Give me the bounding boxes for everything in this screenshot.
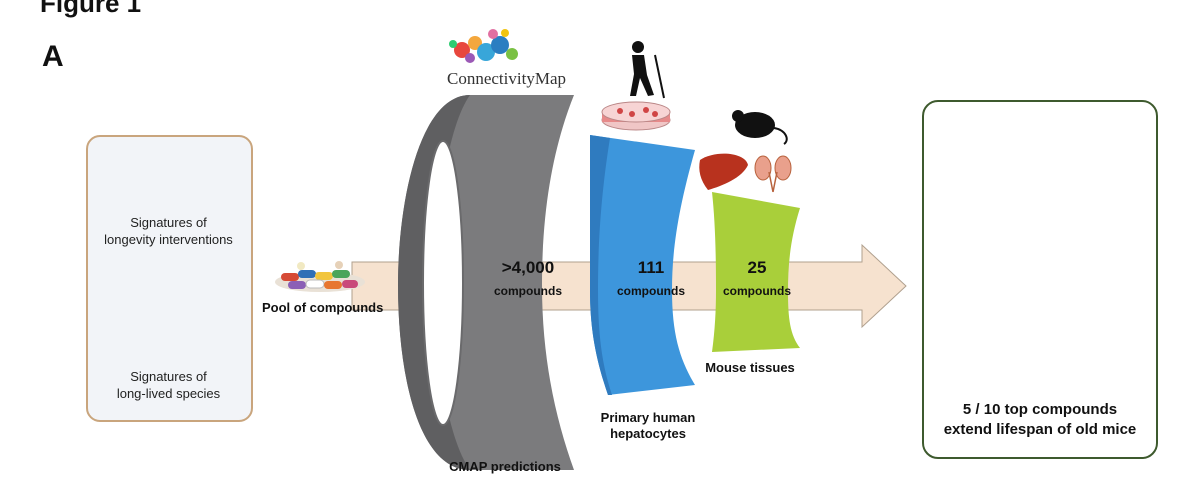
- mouse-unit: compounds: [723, 284, 791, 298]
- pill-pile-icon: [275, 261, 365, 292]
- connectivity-map-logo-icon: [449, 29, 518, 63]
- mouse-stage-icon: [712, 192, 800, 352]
- cmap-unit: compounds: [494, 284, 562, 298]
- signatures-box: [86, 135, 253, 422]
- result-line2: extend lifespan of old mice: [943, 421, 1137, 438]
- cmap-logo-text: ConnectivityMap: [447, 69, 566, 88]
- hepatocyte-label: Primary human hepatocytes: [578, 410, 718, 442]
- result-label: 5 / 10 top compounds extend lifespan of …: [924, 400, 1156, 440]
- cmap-count: >4,000: [501, 258, 555, 277]
- result-line1: 5 / 10 top compounds: [962, 401, 1118, 418]
- longevity-signature-line1: Signatures of: [130, 215, 207, 230]
- longevity-signature-label: Signatures of longevity interventions: [87, 214, 250, 248]
- cmap-predictions-label: CMAP predictions: [449, 459, 561, 474]
- hepatocyte-stage-icon: [590, 135, 695, 395]
- hepatocyte-label-line1: Primary human: [600, 410, 696, 425]
- panel-letter: A: [42, 40, 64, 73]
- longevity-signature-line2: longevity interventions: [104, 232, 233, 247]
- cmap-ring-icon: [398, 95, 574, 470]
- mouse-icon: [732, 110, 788, 145]
- hepatocyte-count: 111: [637, 258, 665, 277]
- mouse-tissues-label: Mouse tissues: [705, 360, 795, 375]
- pool-label: Pool of compounds: [262, 300, 384, 315]
- kidneys-icon: [754, 155, 792, 193]
- results-box: [922, 100, 1158, 459]
- species-signature-line2: long-lived species: [116, 386, 221, 401]
- figure-title: Figure 1: [40, 0, 142, 18]
- hepatocyte-unit: compounds: [617, 284, 685, 298]
- hepatocyte-label-line2: hepatocytes: [610, 426, 686, 441]
- walking-human-icon: [630, 41, 665, 99]
- liver-icon: [699, 153, 748, 190]
- petri-dish-icon: [601, 101, 671, 131]
- species-signature-label: Signatures of long-lived species: [87, 368, 250, 402]
- species-signature-line1: Signatures of: [130, 369, 207, 384]
- mouse-count: 25: [747, 258, 767, 277]
